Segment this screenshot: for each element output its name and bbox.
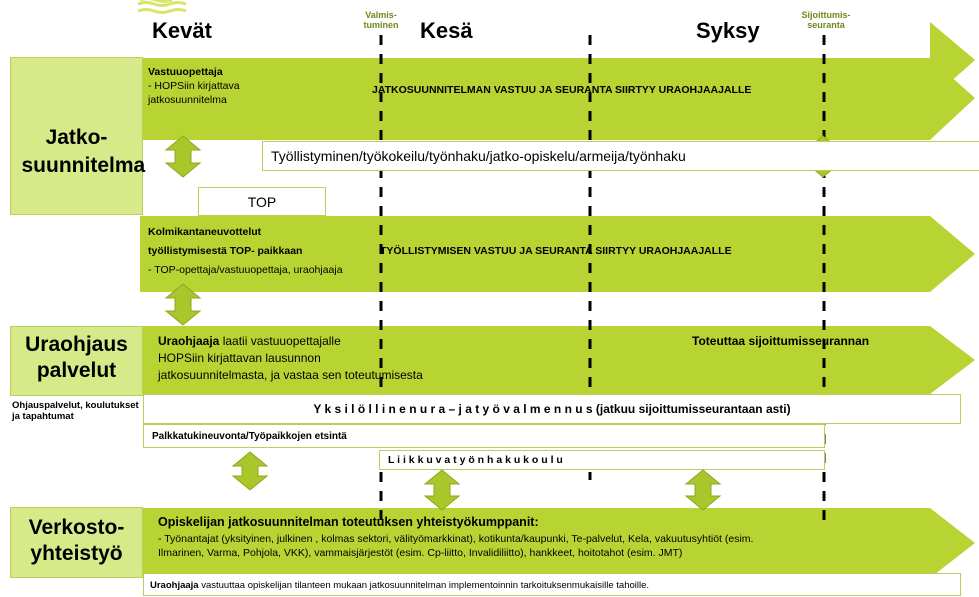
section-network-label: Verkosto-yhteistyö <box>28 516 125 565</box>
band1-line1: - HOPSiin kirjattava <box>148 80 240 92</box>
band2-title1: Kolmikantaneuvottelut <box>148 226 262 238</box>
band3-line3: jatkosuunnitelmasta, ja vastaa sen toteu… <box>158 368 423 382</box>
coaching-text: Y k s i l ö l l i n e n u r a – j a t y … <box>313 402 791 416</box>
coaching-box: Y k s i l ö l l i n e n u r a – j a t y … <box>143 394 961 424</box>
updown-arrow-icon <box>164 135 202 178</box>
section-plan-label: Jatko-suunnitelma <box>21 126 146 177</box>
updown-arrow-icon <box>423 469 461 511</box>
section-network-panel: Verkosto-yhteistyö <box>10 507 143 578</box>
band-plan-arrow <box>140 58 975 140</box>
season-spring: Kevät <box>152 18 212 43</box>
footer-bold: Uraohjaaja <box>150 580 199 591</box>
marker-placement: Sijoittumis-seuranta <box>801 10 851 30</box>
band4-line2: Ilmarinen, Varma, Pohjola, VKK), vammais… <box>158 547 683 559</box>
footer-text: Uraohjaaja vastuuttaa opiskelijan tilant… <box>144 574 960 597</box>
updown-arrow-icon <box>164 283 202 326</box>
job-school-text: L i i k k u v a t y ö n h a k u k o u l … <box>388 454 563 466</box>
options-text: Työllistyminen/työkokeilu/työnhaku/jatko… <box>271 148 686 164</box>
band4-line1: - Työnantajat (yksityinen, julkinen , ko… <box>158 533 754 545</box>
updown-arrow-icon <box>684 469 722 511</box>
band3-l1: laatii vastuuopettajalle <box>219 334 341 348</box>
band3-line1: Uraohjaaja laatii vastuuopettajalle <box>158 334 341 348</box>
wave-logo-icon <box>137 0 187 14</box>
band2-right-text: TYÖLLISTYMISEN VASTUU JA SEURANTA SIIRTY… <box>380 245 732 257</box>
job-school-box: L i i k k u v a t y ö n h a k u k o u l … <box>379 450 825 470</box>
band-network-arrow <box>140 508 975 578</box>
footer-box: Uraohjaaja vastuuttaa opiskelijan tilant… <box>143 573 961 596</box>
options-box: Työllistyminen/työkokeilu/työnhaku/jatko… <box>262 141 979 171</box>
top-box: TOP <box>198 187 326 216</box>
band-top-arrow <box>140 216 975 292</box>
section-guidance-label: Uraohjaus palvelut <box>25 333 128 382</box>
band2-title2: työllistymisestä TOP- paikkaan <box>148 245 303 257</box>
band3-line2: HOPSiin kirjattavan lausunnon <box>158 351 321 365</box>
marker-graduation: Valmis-tuminen <box>363 10 399 30</box>
footer-rest: vastuuttaa opiskelijan tilanteen mukaan … <box>198 580 650 591</box>
band1-title: Vastuuopettaja <box>148 66 223 78</box>
season-autumn: Syksy <box>696 18 760 43</box>
top-box-label: TOP <box>247 194 277 210</box>
band1-line2: jatkosuunnitelma <box>148 94 227 106</box>
section-services-label: Ohjauspalvelut, koulutukset ja tapahtuma… <box>12 400 139 422</box>
wage-support-box: Palkkatukineuvonta/Työpaikkojen etsintä <box>143 424 825 448</box>
band3-bold: Uraohjaaja <box>158 334 220 348</box>
updown-arrow-icon <box>231 451 269 491</box>
section-plan-panel: Jatko-suunnitelma <box>10 57 146 215</box>
section-guidance-panel: Uraohjaus palvelut <box>10 326 143 396</box>
band4-title: Opiskelijan jatkosuunnitelman toteutukse… <box>158 515 539 529</box>
band3-right-text: Toteuttaa sijoittumisseurannan <box>692 334 870 348</box>
band1-right-text: JATKOSUUNNITELMAN VASTUU JA SEURANTA SII… <box>372 84 752 96</box>
band2-sub: - TOP-opettaja/vastuuopettaja, uraohjaaj… <box>148 264 343 276</box>
season-summer: Kesä <box>420 18 473 43</box>
band-guidance-arrow <box>140 326 975 394</box>
section-services-panel: Ohjauspalvelut, koulutukset ja tapahtuma… <box>10 398 143 444</box>
wage-support-text: Palkkatukineuvonta/Työpaikkojen etsintä <box>152 431 347 442</box>
